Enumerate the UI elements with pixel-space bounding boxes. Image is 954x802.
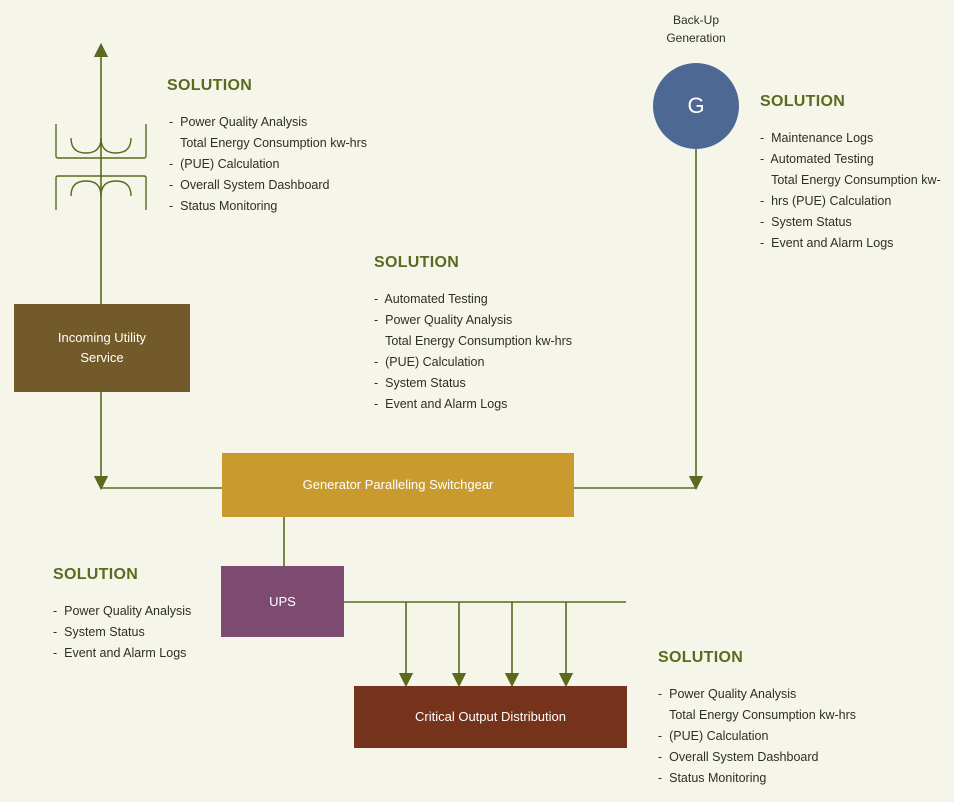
incoming-utility-label-line2: Service [80,350,124,365]
solution-item: Power Quality Analysis [374,310,585,331]
generator-solution-heading: SOLUTION [760,93,846,110]
solution-item: Status Monitoring [169,196,380,217]
solution-item-text: Total Energy Consumption kw-hrs (PUE) Ca… [180,136,371,171]
solution-item: Power Quality Analysis [658,684,859,705]
solution-item: Maintenance Logs [760,128,951,149]
solution-item-text: Total Energy Consumption kw-hrs (PUE) Ca… [669,708,860,743]
utility-solution-list: Power Quality Analysis Total Energy Cons… [169,112,380,217]
critical-solution-list: Power Quality Analysis Total Energy Cons… [658,684,859,789]
critical-output-box: Critical Output Distribution [354,686,627,748]
solution-item: Status Monitoring [658,768,859,789]
generator-solution-panel: SOLUTION Maintenance Logs Automated Test… [760,92,951,254]
incoming-utility-label-line1: Incoming Utility [57,330,147,345]
solution-item: Automated Testing [374,289,585,310]
ups-solution-list: Power Quality Analysis System Status Eve… [53,601,191,664]
ups-solution-panel: SOLUTION Power Quality Analysis System S… [53,565,191,664]
generator-caption-line1: Back-Up [672,13,719,27]
utility-solution-heading: SOLUTION [167,77,253,94]
switchgear-solution-list: Automated Testing Power Quality Analysis… [374,289,585,415]
generator-caption-line2: Generation [666,31,726,45]
solution-item: System Status [374,373,585,394]
switchgear-solution-heading: SOLUTION [374,254,460,271]
incoming-utility-box: Incoming Utility Service [14,304,190,392]
critical-solution-heading: SOLUTION [658,649,744,666]
solution-item: Total Energy Consumption kw-hrs (PUE) Ca… [169,133,380,175]
solution-item: Power Quality Analysis [53,601,191,622]
critical-output-label: Critical Output Distribution [415,709,566,724]
solution-item: System Status [760,212,951,233]
critical-solution-panel: SOLUTION Power Quality Analysis Total En… [658,648,859,789]
generator-solution-list: Maintenance Logs Automated Testing Total… [760,128,951,254]
solution-item: Power Quality Analysis [169,112,380,133]
utility-solution-panel: SOLUTION Power Quality Analysis Total En… [167,76,380,217]
solution-item-text: Total Energy Consumption kw-hrs (PUE) Ca… [385,334,576,369]
solution-item: Total Energy Consumption kw-hrs (PUE) Ca… [760,170,951,212]
solution-item: Overall System Dashboard [169,175,380,196]
solution-item: Total Energy Consumption kw-hrs (PUE) Ca… [658,705,859,747]
ups-box: UPS [221,566,344,637]
solution-item: Event and Alarm Logs [53,643,191,664]
transformer-coils-icon [55,124,147,210]
ups-label: UPS [269,593,296,609]
generator-caption: Back-Up Generation [640,11,752,47]
generator-symbol: G [687,93,705,118]
switchgear-box: Generator Paralleling Switchgear [222,453,574,517]
solution-item: Event and Alarm Logs [760,233,951,254]
generator-node: G [653,63,739,149]
solution-item: System Status [53,622,191,643]
switchgear-solution-panel: SOLUTION Automated Testing Power Quality… [374,253,585,415]
solution-item: Overall System Dashboard [658,747,859,768]
solution-item-text: Total Energy Consumption kw-hrs (PUE) Ca… [771,173,941,208]
switchgear-label: Generator Paralleling Switchgear [302,477,494,492]
solution-item: Automated Testing [760,149,951,170]
ups-solution-heading: SOLUTION [53,566,139,583]
solution-item: Total Energy Consumption kw-hrs (PUE) Ca… [374,331,585,373]
solution-item: Event and Alarm Logs [374,394,585,415]
